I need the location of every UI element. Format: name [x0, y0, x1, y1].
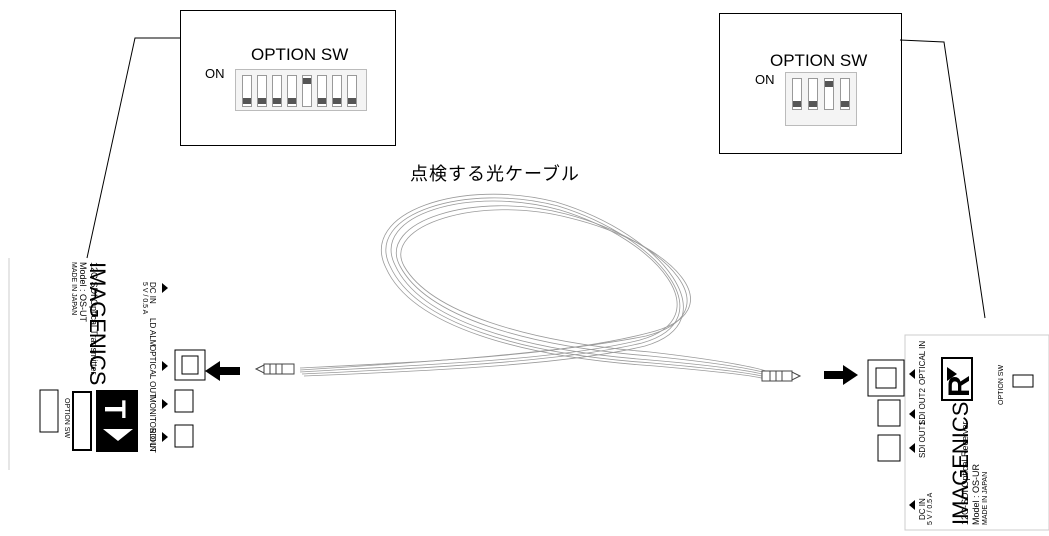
- dip-switch-lever: [302, 75, 312, 107]
- dip-switch-8: [235, 69, 367, 111]
- transmitter-model-line2: Model : OS-UT: [78, 262, 88, 323]
- dip-switch-knob: [841, 101, 849, 107]
- cable-title: 点検する光ケーブル: [410, 164, 580, 184]
- dip-switch-lever: [792, 78, 802, 110]
- transmitter-dc-spec: 5 V / 0.5 A: [141, 282, 148, 315]
- cable-connector-left: [254, 363, 295, 375]
- dip-switch-knob: [273, 98, 281, 104]
- dip-switch-4: [785, 72, 857, 126]
- dip-switch-lever: [317, 75, 327, 107]
- dip-switch-knob: [288, 98, 296, 104]
- dip-switch-knob: [258, 98, 266, 104]
- dip-switch-knob: [243, 98, 251, 104]
- transmitter-made: MADE IN JAPAN: [70, 262, 77, 316]
- transmitter-panel: [8, 258, 206, 470]
- receiver-option-sw: OPTION SW: [998, 364, 1005, 405]
- fiber-cable-coil: [299, 193, 769, 381]
- dip-switch-knob: [318, 98, 326, 104]
- receiver-optical-in: OPTICAL IN: [918, 340, 927, 385]
- option-switch-title: OPTION SW: [770, 51, 868, 70]
- dip-switch-lever: [332, 75, 342, 107]
- transmitter-badge: T: [98, 400, 131, 419]
- dip-switch-knob: [348, 98, 356, 104]
- on-label: ON: [755, 72, 775, 87]
- receiver-dc-in: DC IN: [918, 498, 927, 520]
- receiver-sdi-out2: SDI OUT2: [918, 388, 927, 425]
- receiver-made: MADE IN JAPAN: [982, 471, 989, 525]
- option-switch-title: OPTION SW: [251, 45, 349, 64]
- transmitter-sdi-in: SDI IN: [148, 428, 157, 452]
- receiver-model-line1: 12G-SDI Optical Receiver: [960, 421, 970, 525]
- transmitter-optical-out: OPTICAL OUT: [148, 345, 157, 399]
- dip-switch-knob: [793, 101, 801, 107]
- receiver-panel: [867, 334, 1049, 531]
- dip-switch-lever: [808, 78, 818, 110]
- option-switch-callout-transmitter: OPTION SW ON: [180, 10, 396, 146]
- option-switch-callout-receiver: OPTION SW ON: [719, 13, 902, 154]
- transmitter-model-line1: 12G SDI Optical Transmitter: [89, 262, 99, 375]
- arrow-left: [205, 361, 240, 381]
- leader-line-left: [86, 37, 180, 259]
- transmitter-dc-in: DC IN: [148, 282, 157, 304]
- dip-switch-lever: [242, 75, 252, 107]
- receiver-dc-spec: 5 V / 0.5 A: [927, 492, 934, 525]
- dip-switch-lever: [840, 78, 850, 110]
- receiver-sdi-out1: SDI OUT1: [918, 421, 927, 458]
- transmitter-option-sw: OPTION SW: [63, 398, 70, 439]
- dip-switch-lever: [272, 75, 282, 107]
- dip-switch-lever: [347, 75, 357, 107]
- dip-switch-lever: [257, 75, 267, 107]
- dip-switch-lever: [824, 78, 834, 110]
- transmitter-ld-alm: LD ALM: [148, 318, 157, 347]
- dip-switch-knob: [809, 101, 817, 107]
- dip-switch-knob: [303, 78, 311, 84]
- cable-connector-right: [761, 370, 802, 382]
- dip-switch-lever: [287, 75, 297, 107]
- dip-switch-knob: [825, 81, 833, 87]
- leader-line-right: [899, 39, 986, 319]
- receiver-model-line2: Model : OS-UR: [971, 463, 981, 525]
- dip-switch-knob: [333, 98, 341, 104]
- arrow-right: [824, 365, 858, 385]
- receiver-badge: R: [943, 375, 976, 397]
- on-label: ON: [205, 66, 225, 81]
